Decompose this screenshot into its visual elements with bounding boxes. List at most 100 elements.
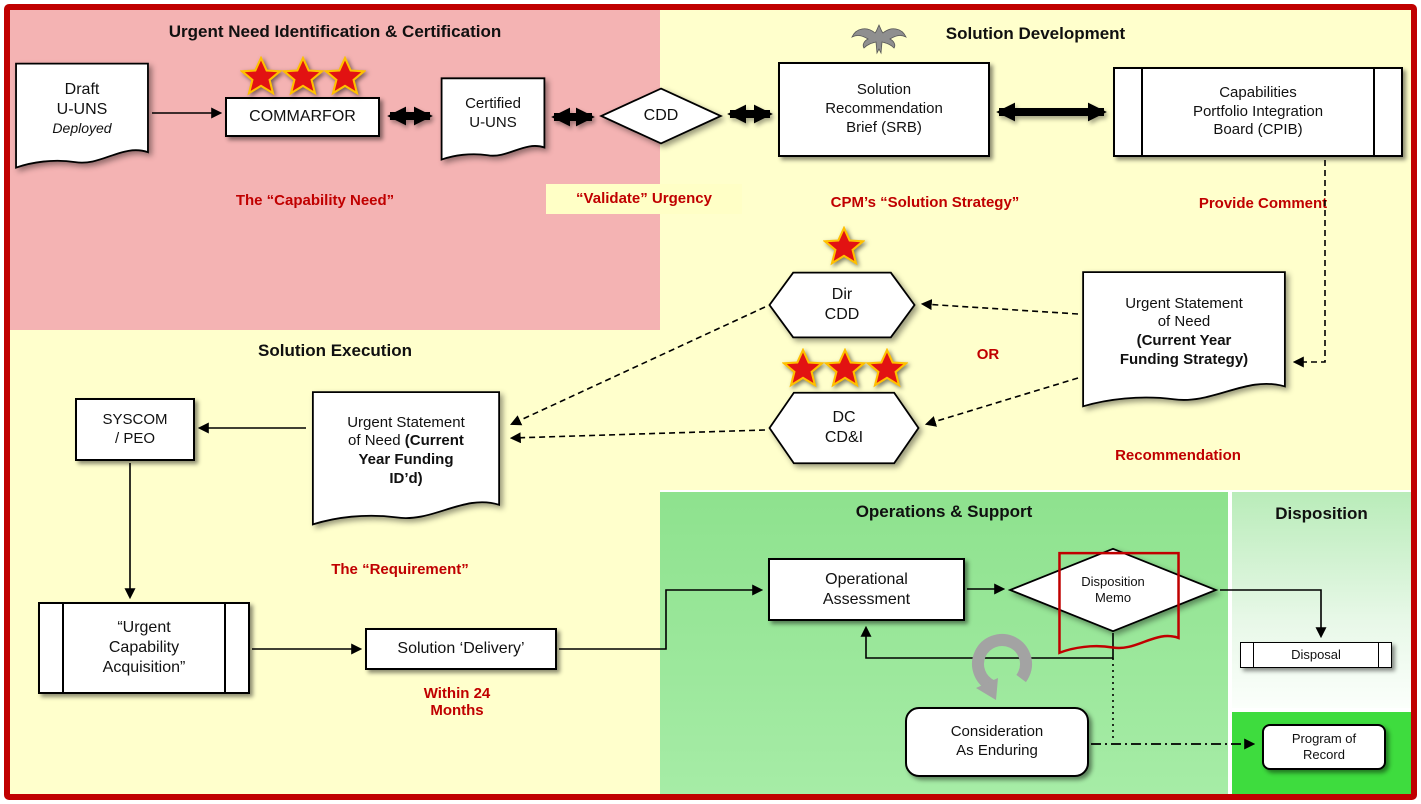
uson-strategy-line3: (Current Year [1136, 332, 1232, 349]
por-line2: Record [1303, 747, 1345, 762]
node-syscom-peo: SYSCOM / PEO [75, 398, 195, 461]
uca-line1: “Urgent [117, 619, 171, 636]
srb-line3: Brief (SRB) [846, 118, 922, 136]
por-line1: Program of [1291, 730, 1357, 746]
dc-cdi-line1: DC [832, 409, 856, 426]
cpib-line3: Board (CPIB) [1213, 121, 1303, 139]
assessment-line2: Assessment [822, 590, 911, 608]
three-stars-icon-commarfor [240, 56, 366, 98]
section-title-disposition: Disposition [1275, 504, 1368, 523]
node-draft-uuns: Draft U-UNS Deployed [14, 62, 150, 172]
consideration-line1: Consideration [950, 723, 1044, 741]
dc-cdi-line2: CD&I [824, 429, 864, 446]
hexagon-shape [768, 272, 916, 338]
section-title-development: Solution Development [945, 24, 1126, 43]
document-shape [1080, 270, 1288, 412]
diamond-shape [600, 88, 722, 144]
process-side-bar [1253, 643, 1254, 667]
section-title-execution: Solution Execution [258, 341, 412, 360]
uson-strategy-line2: of Need [1157, 313, 1211, 331]
red-document-outline [1057, 551, 1181, 657]
commarfor-label: COMMARFOR [249, 108, 356, 125]
certified-uuns-line2: U-UNS [469, 114, 517, 131]
annotation-within-24-months: Within 24 Months [404, 685, 510, 720]
annotation-capability-need: The “Capability Need” [235, 192, 395, 209]
star-icon [824, 348, 866, 388]
disposal-label: Disposal [1291, 646, 1341, 662]
uson-strategy-line4: Funding Strategy) [1119, 350, 1249, 368]
star-icon [324, 56, 366, 96]
uson-idd-line2-normal: of Need [348, 432, 405, 450]
document-shape [310, 390, 502, 530]
star-icon [866, 348, 908, 388]
node-program-of-record: Program of Record [1262, 724, 1386, 770]
annotation-solution-strategy: CPM’s “Solution Strategy” [830, 194, 1020, 211]
eagle-icon [851, 24, 907, 55]
dir-cdd-line1: Dir [831, 286, 853, 303]
star-icon [782, 348, 824, 388]
node-consideration-as-enduring: Consideration As Enduring [905, 707, 1089, 777]
process-side-bar [62, 604, 64, 692]
srb-line2: Recommendation [825, 100, 943, 118]
annotation-recommendation: Recommendation [1115, 447, 1241, 464]
solution-delivery-label: Solution ‘Delivery’ [397, 640, 525, 657]
document-shape [14, 62, 150, 172]
section-title-identification: Urgent Need Identification & Certificati… [168, 22, 502, 41]
draft-uuns-line1: Draft [64, 81, 100, 99]
node-dir-cdd: Dir CDD [768, 272, 916, 338]
within-24-line1: Within 24 [423, 685, 491, 702]
star-icon [240, 56, 282, 96]
annotation-provide-comment: Provide Comment [1198, 195, 1328, 212]
annotation-requirement: The “Requirement” [331, 561, 469, 578]
process-side-bar [224, 604, 226, 692]
node-dc-cdi: DC CD&I [768, 392, 920, 464]
node-cpib: Capabilities Portfolio Integration Board… [1113, 67, 1403, 157]
process-side-bar [1378, 643, 1379, 667]
hexagon-shape [768, 392, 920, 464]
node-disposition-memo: Disposition Memo [1008, 548, 1218, 632]
uca-line2: Capability [108, 639, 180, 656]
document-shape [440, 77, 546, 163]
consideration-line2: As Enduring [956, 742, 1038, 759]
star-icon [282, 56, 324, 96]
annotation-or: OR [976, 346, 1000, 363]
three-stars-icon-dc-cdi [782, 348, 908, 390]
node-disposal: Disposal [1240, 642, 1392, 668]
section-title-operations: Operations & Support [855, 502, 1033, 521]
uson-idd-line3: Year Funding [358, 451, 454, 468]
process-side-bar [1373, 69, 1375, 155]
uson-idd-line2-bold: (Current [404, 432, 464, 450]
node-srb: Solution Recommendation Brief (SRB) [778, 62, 990, 157]
star-icon [823, 226, 865, 266]
cpib-line1: Capabilities [1219, 83, 1297, 101]
one-star-icon-dir-cdd [823, 226, 865, 268]
uson-idd-line1: Urgent Statement [347, 413, 465, 431]
syscom-line2: / PEO [114, 429, 155, 447]
loop-arrow-icon [972, 634, 1032, 700]
certified-uuns-line1: Certified [465, 95, 521, 113]
annotation-validate-urgency: “Validate” Urgency [546, 184, 742, 214]
disposition-memo-line2: Memo [1094, 590, 1132, 605]
draft-uuns-line2: U-UNS [56, 101, 108, 119]
region-disposition [1232, 492, 1411, 708]
node-solution-delivery: Solution ‘Delivery’ [365, 628, 557, 670]
syscom-line1: SYSCOM [102, 410, 168, 428]
assessment-line1: Operational [825, 570, 908, 588]
uson-idd-line4: ID’d) [389, 469, 423, 487]
cpib-line2: Portfolio Integration [1192, 102, 1324, 120]
uson-strategy-line1: Urgent Statement [1125, 294, 1243, 312]
process-side-bar [1141, 69, 1143, 155]
node-commarfor: COMMARFOR [225, 97, 380, 137]
node-cdd-decision: CDD [600, 88, 722, 144]
uca-line3: Acquisition” [102, 659, 186, 676]
within-24-line2: Months [430, 702, 484, 720]
node-operational-assessment: Operational Assessment [768, 558, 965, 621]
node-uson-funding-idd: Urgent Statement of Need (Current Year F… [310, 390, 502, 530]
cdd-label: CDD [643, 107, 679, 124]
node-uson-funding-strategy: Urgent Statement of Need (Current Year F… [1080, 270, 1288, 412]
disposition-memo-line1: Disposition [1081, 573, 1145, 589]
dir-cdd-line2: CDD [824, 306, 860, 323]
uson-idd-line2: of Need (Current [347, 432, 465, 451]
node-certified-uuns: Certified U-UNS [440, 77, 546, 163]
